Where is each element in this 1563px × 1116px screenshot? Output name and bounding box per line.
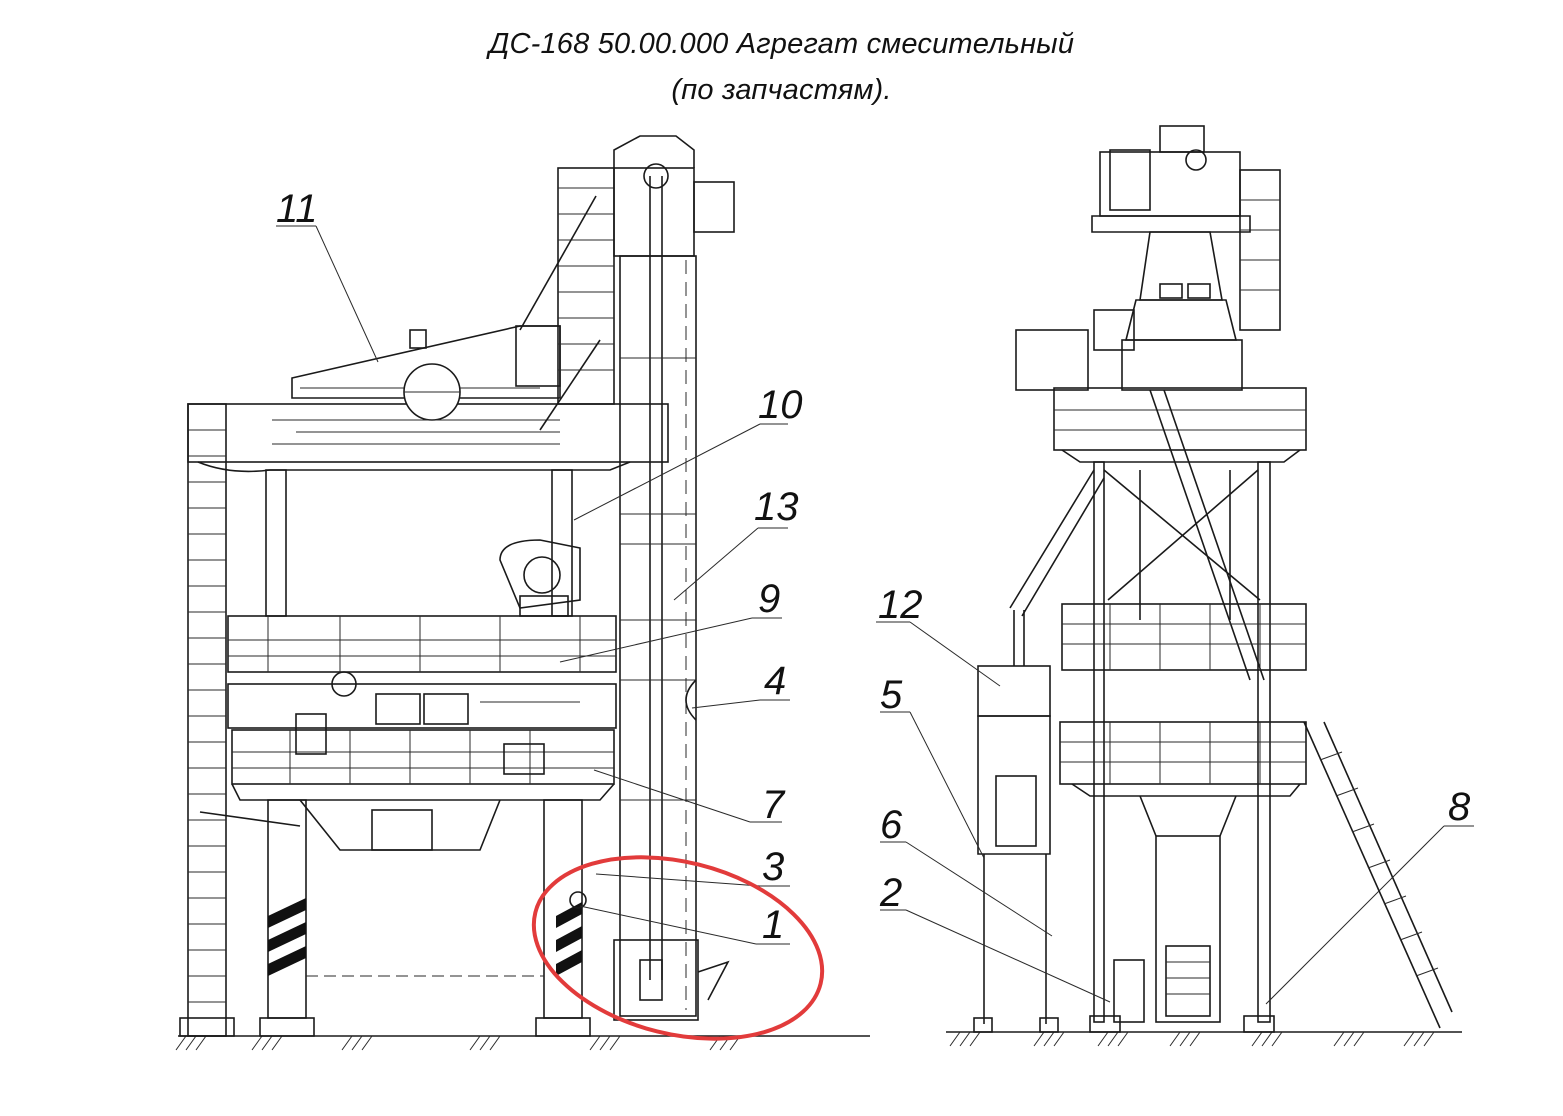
callout-6: 6 bbox=[880, 803, 903, 847]
platform-upper-right bbox=[1061, 603, 1307, 671]
weighing-platform-9 bbox=[227, 539, 617, 673]
leader-lines-left bbox=[276, 225, 790, 945]
mixer-platform-7 bbox=[199, 713, 615, 851]
stair-frame-left bbox=[519, 167, 615, 431]
diagram-title-line-1: ДС-168 50.00.000 Агрегат смесительный bbox=[488, 28, 1075, 60]
support-columns-right bbox=[1009, 389, 1271, 1023]
ground-hatching-right bbox=[949, 1031, 1435, 1047]
stairway-8 bbox=[1089, 721, 1453, 1033]
discharge-chute bbox=[1113, 795, 1237, 1023]
legs-left-view bbox=[259, 799, 591, 1037]
callout-2: 2 bbox=[879, 871, 902, 915]
callout-13: 13 bbox=[754, 485, 799, 529]
callout-7: 7 bbox=[762, 783, 786, 827]
highlight-ellipse bbox=[531, 855, 825, 1041]
callout-10: 10 bbox=[758, 383, 803, 427]
callout-9: 9 bbox=[758, 577, 780, 621]
callout-8: 8 bbox=[1448, 785, 1471, 829]
mixer-level bbox=[227, 671, 617, 729]
vibrating-screen-11 bbox=[291, 325, 561, 433]
callout-5: 5 bbox=[880, 673, 903, 717]
platform-lower-right bbox=[1059, 721, 1307, 797]
ground-hatching-left bbox=[175, 1035, 741, 1051]
diagram-title-line-2: (по запчастям). bbox=[671, 74, 892, 106]
leader-lines-right bbox=[876, 621, 1474, 1005]
callout-11: 11 bbox=[276, 187, 318, 231]
right-front-view: 12 5 6 2 8 bbox=[876, 125, 1474, 1047]
callout-4: 4 bbox=[764, 659, 786, 703]
callout-1: 1 bbox=[762, 903, 784, 947]
left-side-view: 11 10 13 9 4 7 3 1 bbox=[175, 135, 870, 1051]
frame-columns-left bbox=[265, 469, 573, 617]
bucket-elevator-13 bbox=[569, 135, 735, 1021]
top-drive-unit bbox=[1091, 125, 1281, 331]
silo-12 bbox=[973, 610, 1059, 1033]
mixer-body-right bbox=[1015, 299, 1307, 463]
callout-12: 12 bbox=[878, 583, 923, 627]
left-ladder bbox=[179, 403, 235, 1037]
callout-3: 3 bbox=[762, 845, 784, 889]
